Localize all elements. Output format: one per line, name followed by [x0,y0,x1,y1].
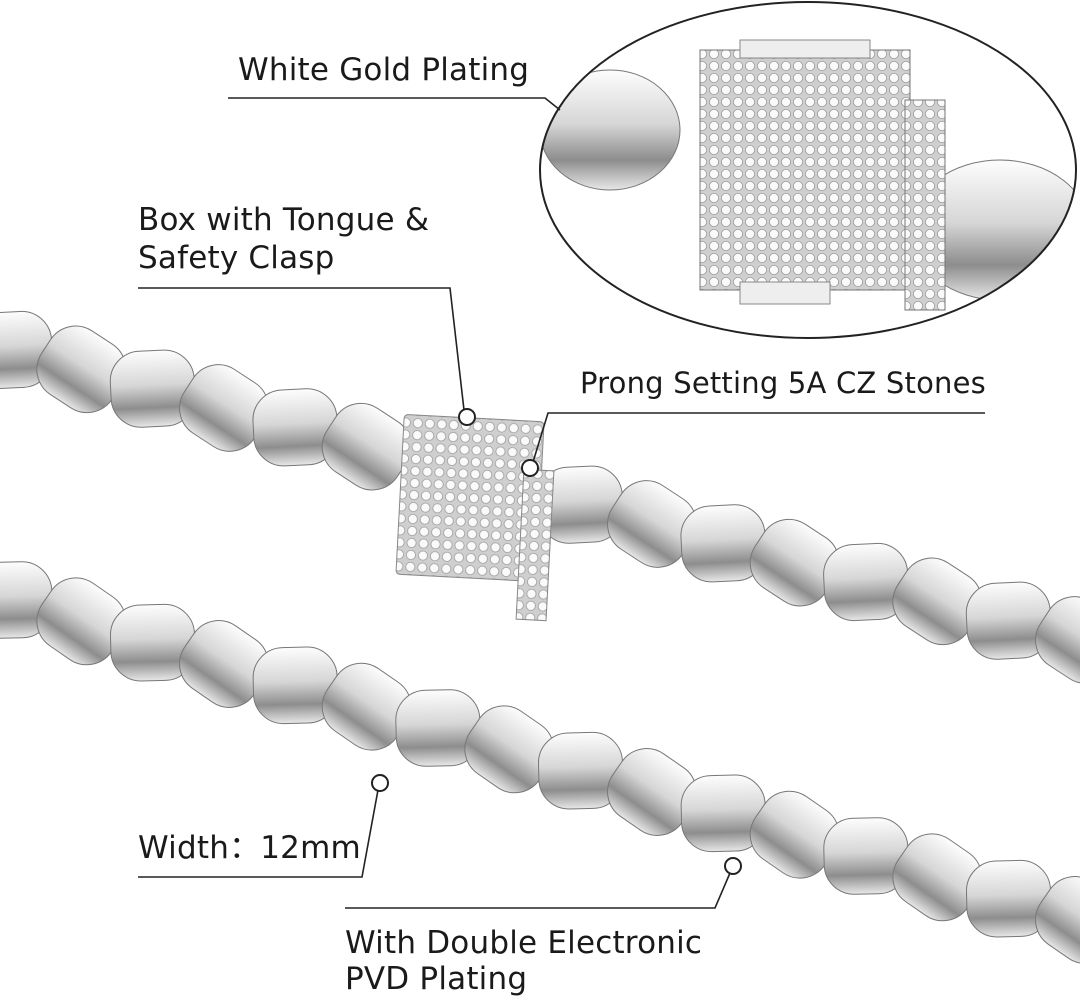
callout-lines [138,97,985,909]
callout-plating: White Gold Plating [238,52,530,88]
chain-link [1035,876,1080,964]
callout-pvd-line2: PVD Plating [345,961,528,997]
callout-stones: Prong Setting 5A CZ Stones [580,366,986,400]
callout-clasp-line2: Safety Clasp [138,240,335,276]
callout-width: Width：12mm [138,830,361,866]
clasp [395,414,555,622]
callout-pvd-line1: With Double Electronic [345,925,703,961]
callout-markers [371,408,742,875]
callout-clasp-line1: Box with Tongue & [138,202,430,238]
chain-link [1035,596,1080,684]
cuban-chain [0,310,1080,964]
zoom-inset [539,1,1077,339]
